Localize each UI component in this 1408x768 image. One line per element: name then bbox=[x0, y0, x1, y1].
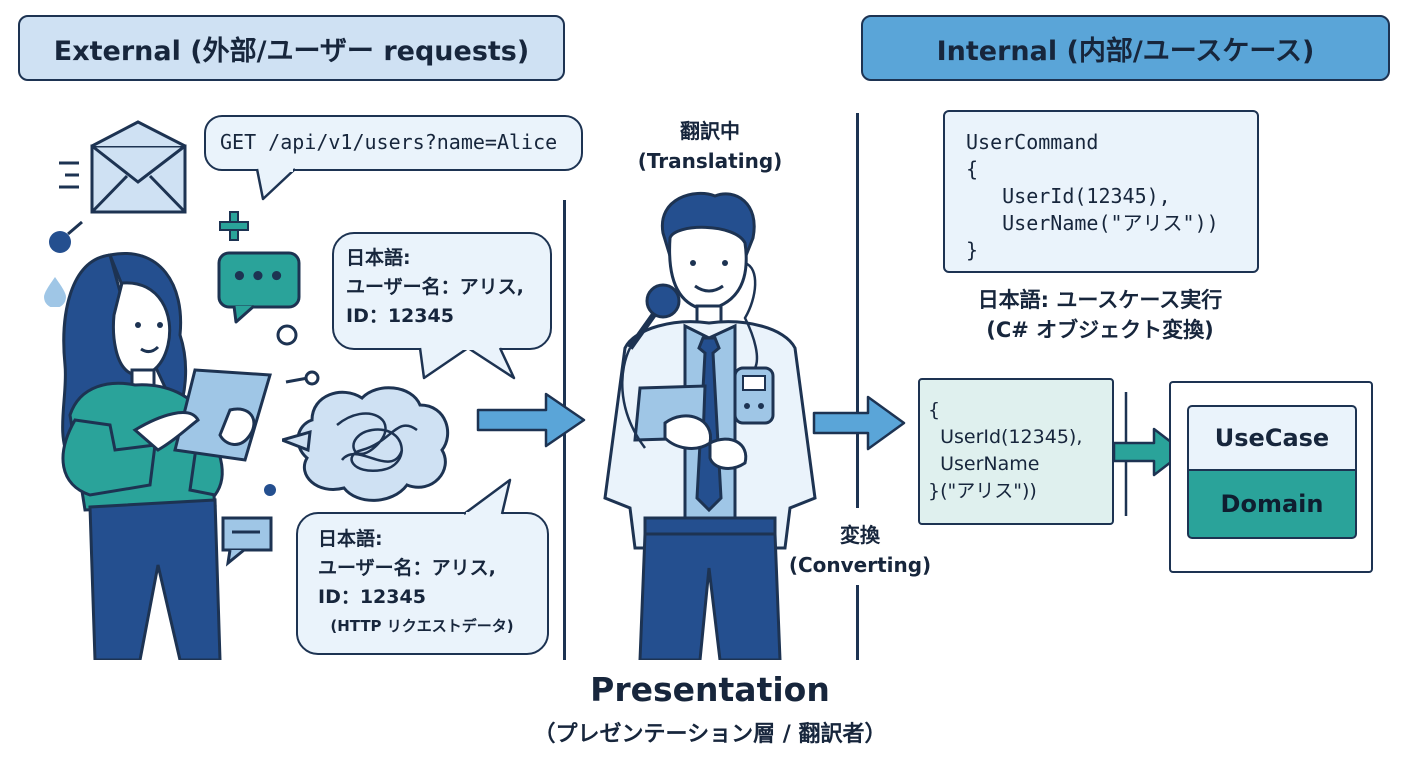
user-command-code: UserCommand { UserId(12345), UserName("ア… bbox=[966, 130, 1219, 262]
presentation-title: Presentation bbox=[590, 670, 830, 709]
external-header: External (外部/ユーザー requests) bbox=[18, 15, 565, 81]
http-bubble-tail bbox=[255, 168, 296, 201]
usecase-label: UseCase bbox=[1214, 424, 1330, 452]
arrow-to-internal bbox=[812, 395, 906, 451]
presentation-subtitle: （プレゼンテーション層 / 翻訳者） bbox=[533, 722, 887, 747]
translating-label: 翻訳中 (Translating) bbox=[637, 119, 783, 173]
domain-label: Domain bbox=[1220, 490, 1324, 518]
japanese-bubble-top-tail bbox=[418, 346, 516, 380]
converting-label: 変換 (Converting) bbox=[788, 523, 932, 577]
chat-bubble-icon bbox=[217, 251, 301, 324]
japanese-bubble-bottom-note: (HTTP リクエストデータ) bbox=[330, 617, 514, 635]
magnifier-icon bbox=[49, 220, 83, 253]
http-request-text: GET /api/v1/users?name=Alice bbox=[220, 130, 558, 154]
japanese-bubble-bottom bbox=[296, 512, 549, 655]
japanese-bubble-top bbox=[332, 232, 552, 350]
user-command-box bbox=[943, 110, 1259, 273]
object-box bbox=[918, 378, 1114, 525]
japanese-bubble-bottom-tail bbox=[463, 478, 512, 516]
chat-dots: ••• bbox=[231, 262, 287, 292]
japanese-bubble-top-text: 日本語: ユーザー名：アリス, ID：12345 bbox=[346, 247, 524, 327]
http-request-bubble bbox=[204, 115, 583, 171]
presenter-man-illustration bbox=[603, 191, 817, 660]
divider-right-top bbox=[856, 113, 859, 508]
user-woman-illustration bbox=[61, 252, 272, 660]
message-card-icon bbox=[221, 516, 273, 567]
internal-header: Internal (内部/ユースケース) bbox=[861, 15, 1390, 81]
arrow-to-presenter bbox=[476, 392, 586, 448]
droplet-icon bbox=[44, 277, 66, 307]
japanese-bubble-bottom-text: 日本語: ユーザー名：アリス, ID：12345 bbox=[318, 528, 496, 608]
object-code: { UserId(12345), UserName }("アリス")) bbox=[928, 399, 1083, 502]
divider-right-bottom bbox=[856, 585, 859, 660]
user-command-caption: 日本語: ユースケース実行 (C# オブジェクト変換) bbox=[977, 288, 1223, 342]
plus-icon bbox=[219, 211, 249, 241]
small-dot-icon bbox=[264, 484, 276, 496]
usecase-box: UseCase bbox=[1187, 405, 1357, 469]
domain-box: Domain bbox=[1187, 469, 1357, 539]
tangled-thought-cloud bbox=[282, 386, 450, 502]
dot-connector-icon bbox=[276, 324, 320, 386]
envelope-icon bbox=[59, 120, 187, 214]
